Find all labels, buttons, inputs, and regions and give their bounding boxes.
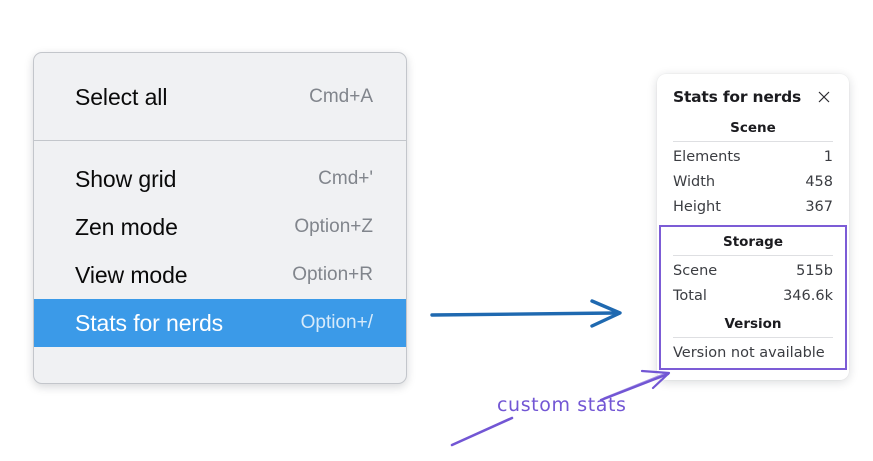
stat-row-elements: Elements 1 [673, 144, 833, 169]
stats-panel-header: Stats for nerds [659, 86, 847, 106]
section-rule [673, 336, 833, 338]
menu-divider [34, 140, 406, 141]
menu-item-label: Stats for nerds [75, 309, 224, 336]
stat-value: 1 [823, 148, 833, 165]
menu-item-shortcut: Cmd+A [309, 86, 373, 107]
stat-row-storage-total: Total 346.6k [673, 284, 833, 309]
stat-key: Scene [673, 262, 718, 279]
menu-item-label: Show grid [75, 165, 177, 192]
menu-item-shortcut: Option+R [292, 264, 373, 285]
menu-item-label: Select all [75, 83, 168, 110]
stats-storage-section: Storage Scene 515b Total 346.6k [673, 227, 833, 308]
menu-item-select-all[interactable]: Select all Cmd+A [34, 73, 406, 121]
stat-value: 458 [805, 173, 833, 190]
stat-row-width: Width 458 [673, 169, 833, 194]
menu-section-general: Select all Cmd+A [34, 53, 406, 140]
stats-for-nerds-panel: Stats for nerds Scene Elements 1 Width 4… [657, 74, 849, 380]
menu-item-zen-mode[interactable]: Zen mode Option+Z [34, 203, 406, 251]
section-heading-version: Version [724, 315, 782, 332]
menu-item-shortcut: Option+Z [294, 216, 373, 237]
close-icon[interactable] [815, 88, 833, 106]
menu-item-shortcut: Option+/ [300, 312, 373, 333]
menu-item-label: View mode [75, 261, 188, 288]
stat-key: Height [673, 198, 721, 215]
stats-scene-section: Scene Elements 1 Width 458 Height 367 [659, 106, 847, 219]
menu-item-shortcut: Cmd+' [318, 168, 373, 189]
context-menu[interactable]: Select all Cmd+A Show grid Cmd+' Zen mod… [33, 52, 407, 384]
stat-key: Width [673, 173, 716, 190]
menu-footer-spacer [34, 361, 406, 383]
menu-item-stats-for-nerds[interactable]: Stats for nerds Option+/ [34, 299, 406, 347]
stat-value: 346.6k [783, 288, 833, 304]
section-heading-storage: Storage [722, 234, 784, 251]
stat-value: 515b [796, 262, 833, 279]
section-rule [673, 141, 833, 142]
menu-item-view-mode[interactable]: View mode Option+R [34, 251, 406, 299]
menu-item-label: Zen mode [75, 213, 178, 240]
blue-arrow [430, 299, 622, 328]
custom-stats-annotation-label: custom stats [497, 394, 627, 416]
stat-version-value: Version not available [673, 344, 825, 361]
stats-version-section: Version Version not available [673, 309, 833, 363]
menu-item-show-grid[interactable]: Show grid Cmd+' [34, 155, 406, 203]
stat-key: Elements [673, 148, 741, 165]
stat-value: 367 [805, 198, 833, 215]
section-rule [673, 255, 833, 257]
section-heading-scene: Scene [730, 120, 776, 136]
stat-row-height: Height 367 [673, 194, 833, 219]
menu-section-view: Show grid Cmd+' Zen mode Option+Z View m… [34, 141, 406, 361]
stats-panel-title: Stats for nerds [673, 88, 802, 106]
stat-key: Total [673, 288, 707, 304]
purple-underline-stroke [450, 416, 514, 447]
stat-row-storage-scene: Scene 515b [673, 258, 833, 283]
custom-stats-highlight-box: Storage Scene 515b Total 346.6k Version … [659, 225, 847, 370]
